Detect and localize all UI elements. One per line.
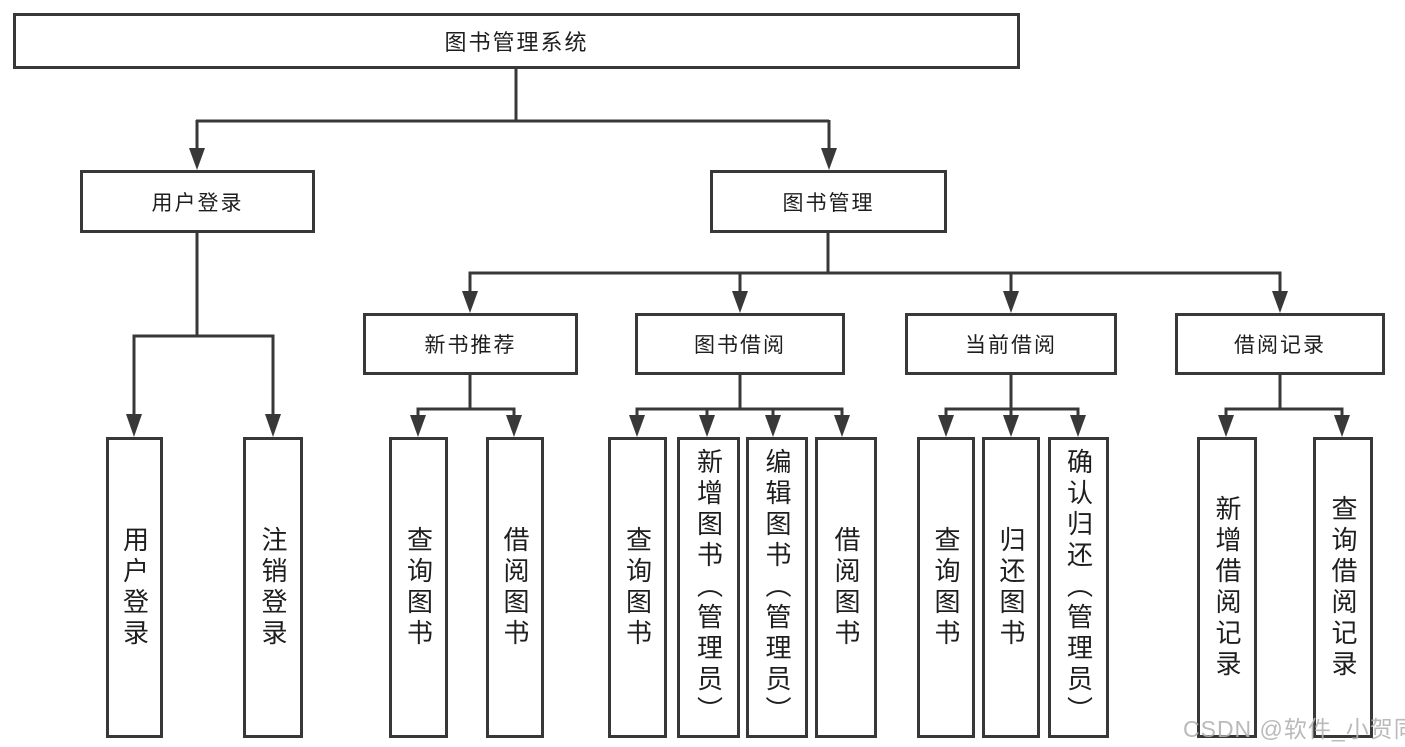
node-label: 图书借阅 xyxy=(694,334,786,357)
leaf-logout: 注销登录 xyxy=(243,437,303,738)
node-library-system-root: 图书管理系统 xyxy=(13,13,1020,69)
node-book-borrowing: 图书借阅 xyxy=(635,313,845,375)
node-label: 注销登录 xyxy=(258,525,288,650)
node-label: 查询图书 xyxy=(403,525,434,650)
leaf-confirm-return-admin: 确认归还（管理员） xyxy=(1048,437,1109,738)
node-label: 借阅记录 xyxy=(1234,334,1326,357)
leaf-query-books-current: 查询图书 xyxy=(917,437,975,738)
node-current-borrowing: 当前借阅 xyxy=(905,313,1117,375)
node-label: 编辑图书（管理员） xyxy=(762,448,792,727)
node-label: 借阅图书 xyxy=(831,525,861,650)
leaf-borrow-books: 借阅图书 xyxy=(815,437,877,738)
node-new-book-recommendation: 新书推荐 xyxy=(363,313,578,375)
leaf-query-borrow-record: 查询借阅记录 xyxy=(1313,437,1373,738)
node-label: 当前借阅 xyxy=(965,334,1057,357)
leaf-return-book: 归还图书 xyxy=(982,437,1040,738)
node-label: 查询图书 xyxy=(622,525,653,650)
leaf-add-borrow-record: 新增借阅记录 xyxy=(1197,437,1257,738)
leaf-borrow-books-recommend: 借阅图书 xyxy=(486,437,544,738)
leaf-user-login: 用户登录 xyxy=(106,437,163,738)
node-user-login: 用户登录 xyxy=(80,170,315,233)
node-label: 新书推荐 xyxy=(424,334,517,357)
node-borrowing-records: 借阅记录 xyxy=(1175,313,1385,375)
leaf-query-books-recommend: 查询图书 xyxy=(389,437,448,738)
csdn-watermark: CSDN @软件_小贺同学 xyxy=(1183,716,1405,742)
node-book-management: 图书管理 xyxy=(710,170,947,233)
node-label: 用户登录 xyxy=(119,525,150,650)
node-label: 新增借阅记录 xyxy=(1212,494,1242,681)
leaf-query-books-borrow: 查询图书 xyxy=(608,437,667,738)
node-label: 用户登录 xyxy=(151,191,244,215)
node-label: 查询图书 xyxy=(931,525,961,650)
node-label: 新增图书（管理员） xyxy=(693,448,724,727)
node-label: 借阅图书 xyxy=(500,525,530,650)
leaf-add-book-admin: 新增图书（管理员） xyxy=(677,437,740,738)
node-label: 确认归还（管理员） xyxy=(1063,448,1094,727)
node-label: 图书管理 xyxy=(782,191,875,215)
leaf-edit-book-admin: 编辑图书（管理员） xyxy=(746,437,808,738)
node-label: 查询借阅记录 xyxy=(1328,494,1358,681)
node-label: 归还图书 xyxy=(996,525,1026,650)
node-label: 图书管理系统 xyxy=(444,30,589,55)
